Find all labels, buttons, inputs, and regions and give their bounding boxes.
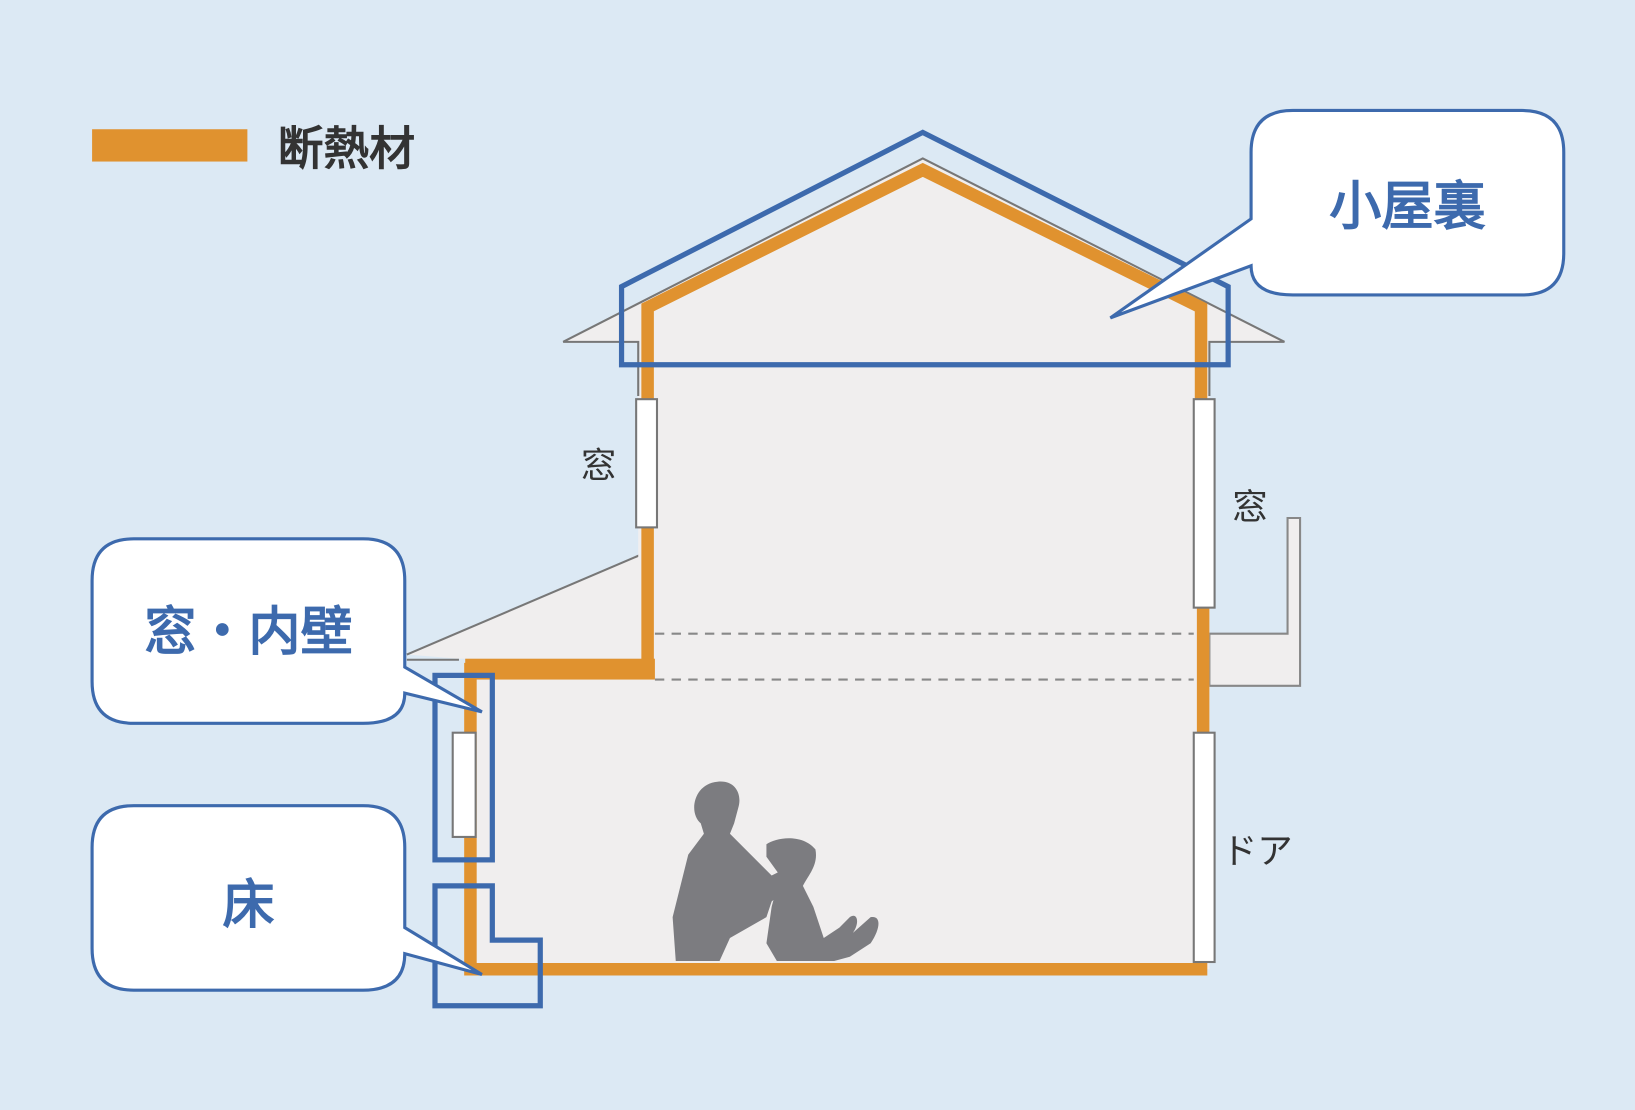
window-upper-right	[1192, 398, 1216, 609]
legend-label: 断熱材	[278, 122, 416, 176]
window-wall-highlight	[432, 672, 495, 863]
window-upper-left	[635, 398, 659, 529]
roof-outline	[562, 157, 1285, 397]
legend: 断熱材	[92, 122, 415, 176]
callout-window-wall-label: 窓・内壁	[144, 602, 352, 662]
house-section: 窓 窓 ドア	[406, 157, 1302, 976]
floor-highlight	[432, 883, 543, 1009]
callout-attic-label: 小屋裏	[1329, 177, 1486, 237]
interior	[464, 158, 1285, 970]
callout-floor: 床	[90, 804, 483, 992]
attic-highlight	[618, 129, 1231, 368]
callout-window-wall: 窓・内壁	[90, 537, 483, 725]
window-label-right: 窓	[1232, 487, 1267, 528]
window-label-left: 窓	[581, 445, 616, 486]
person-and-dog-silhouette	[672, 781, 879, 961]
door-label: ドア	[1222, 831, 1293, 872]
window-lower-left	[451, 731, 477, 838]
highlight-boxes	[432, 129, 1231, 1009]
legend-swatch	[92, 129, 248, 162]
callout-attic: 小屋裏	[1109, 108, 1566, 320]
door	[1192, 731, 1216, 964]
callout-floor-label: 床	[222, 875, 274, 935]
